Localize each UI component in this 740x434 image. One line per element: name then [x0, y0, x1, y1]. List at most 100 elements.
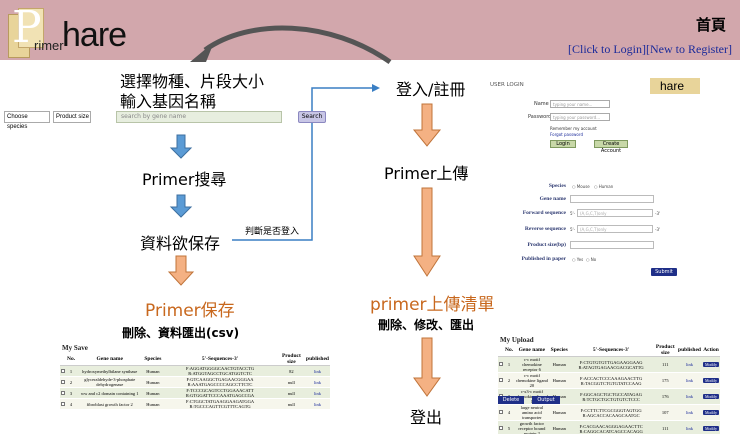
- table-cell: F:ACCACTCCCAAAGAACTTG R:TACGGTCTGTGTATCC…: [568, 372, 654, 389]
- published-link[interactable]: link: [314, 401, 322, 407]
- table-cell: Human: [549, 356, 569, 373]
- table-cell: link: [305, 398, 330, 410]
- row-checkbox[interactable]: [61, 368, 65, 373]
- published-radio-yes[interactable]: ○ Yes: [572, 257, 584, 262]
- login-password-input[interactable]: typing your password...: [550, 113, 610, 121]
- column-header: Product size: [277, 353, 306, 366]
- table-cell: 2: [66, 376, 77, 388]
- table-cell: link: [305, 387, 330, 399]
- orange-arrow-right-3: [413, 337, 441, 397]
- output-button[interactable]: Output: [532, 396, 560, 404]
- register-link[interactable]: [New to Register]: [646, 42, 732, 56]
- row-checkbox[interactable]: [61, 390, 65, 395]
- table-cell: F:CACGAACAGGGAGAACTTC R:CAGGCACATCAGCCAC…: [568, 420, 654, 434]
- row-checkbox-cell: [60, 365, 66, 377]
- delete-button[interactable]: Delete: [498, 396, 524, 404]
- species-select[interactable]: Choose species: [4, 111, 50, 130]
- orange-arrow-right-1: [412, 103, 442, 147]
- blue-arrow-1: [169, 134, 193, 159]
- species-radio-human[interactable]: ○ Human: [594, 184, 614, 189]
- row-checkbox[interactable]: [61, 401, 65, 406]
- table-cell: null: [277, 376, 306, 388]
- submit-button[interactable]: Submit: [651, 268, 677, 276]
- logo-letter-p: P: [12, 2, 42, 53]
- row-checkbox[interactable]: [499, 426, 503, 430]
- column-header: Gene name: [76, 353, 144, 366]
- login-link[interactable]: [Click to Login]: [568, 42, 647, 56]
- step-primer-upload: Primer上傳: [384, 164, 469, 183]
- species-label: Species: [548, 183, 566, 189]
- auth-links: [Click to Login][New to Register]: [568, 42, 732, 57]
- table-cell: F:AGGATGGGGCAACTGTACCTG R:ATGGTAGCCTGCAT…: [162, 365, 278, 377]
- my-save-title: My Save: [62, 344, 88, 352]
- row-checkbox[interactable]: [499, 362, 503, 366]
- table-cell: null: [277, 398, 306, 410]
- forward-suffix: -3': [655, 211, 661, 216]
- table-cell: Human: [143, 365, 163, 377]
- table-cell: ww and c2 domain containing 1: [76, 387, 144, 399]
- home-link[interactable]: 首頁: [695, 16, 726, 34]
- published-radio-no[interactable]: ○ No: [586, 257, 597, 262]
- product-size-input[interactable]: [570, 241, 654, 249]
- step-select-species: 選擇物種、片段大小: [120, 72, 265, 91]
- table-row: 3c-x3-c motif chemokine ligand 1HumanF:G…: [498, 388, 720, 405]
- step-primer-save: Primer保存: [145, 301, 235, 321]
- published-link[interactable]: link: [314, 368, 322, 374]
- published-link[interactable]: link: [314, 379, 322, 385]
- step-login-register: 登入/註冊: [396, 80, 466, 99]
- table-cell: link: [677, 356, 702, 373]
- modify-button[interactable]: Modify: [702, 426, 719, 431]
- no-option: No: [590, 257, 597, 262]
- species-radio-mouse[interactable]: ○ Mouse: [572, 184, 590, 189]
- remember-checkbox[interactable]: Remember my account: [550, 126, 597, 131]
- yes-option: Yes: [576, 257, 584, 262]
- table-cell: 2: [504, 372, 515, 389]
- login-name-input[interactable]: typing your name...: [550, 100, 610, 108]
- published-link[interactable]: link: [685, 394, 693, 399]
- row-checkbox[interactable]: [61, 379, 65, 384]
- column-header: 5'-Sequences-3': [568, 344, 654, 357]
- blue-arrow-2: [169, 194, 193, 218]
- create-account-button[interactable]: Create Account: [594, 140, 628, 154]
- table-cell: Human: [549, 404, 569, 421]
- product-size-select[interactable]: Product size: [53, 111, 91, 123]
- login-logo: hare: [650, 78, 700, 94]
- forward-seq-input[interactable]: (A,G,C,T)only: [577, 209, 653, 217]
- table-cell: link: [677, 404, 702, 421]
- published-link[interactable]: link: [314, 390, 322, 396]
- name-label: Name: [534, 101, 549, 107]
- table-cell: 1: [504, 356, 515, 373]
- published-link[interactable]: link: [685, 378, 693, 383]
- table-cell: F:CCTTCTTCGCGGGTAGTGG R:AGCACCACAAGCAATG…: [568, 404, 654, 421]
- row-checkbox[interactable]: [499, 378, 503, 382]
- password-label: Password: [528, 114, 552, 120]
- published-link[interactable]: link: [685, 362, 693, 367]
- row-checkbox[interactable]: [499, 410, 503, 414]
- gene-name-input[interactable]: [570, 195, 654, 203]
- login-button[interactable]: Login: [550, 140, 576, 148]
- column-header: 5'-Sequences-3': [162, 353, 278, 366]
- published-link[interactable]: link: [685, 410, 693, 415]
- step-save-data: 資料欲保存: [140, 234, 221, 253]
- logo-block-front: [18, 8, 44, 48]
- modify-button[interactable]: Modify: [702, 378, 719, 383]
- published-link[interactable]: link: [685, 426, 693, 431]
- primershare-logo[interactable]: P rimer hare: [8, 2, 136, 58]
- table-cell: 111: [653, 420, 678, 434]
- gene-search-input[interactable]: search by gene name: [116, 111, 282, 123]
- forgot-password-link[interactable]: Forgot password: [550, 132, 583, 137]
- modify-button[interactable]: Modify: [702, 362, 719, 367]
- modify-button[interactable]: Modify: [702, 410, 719, 415]
- step-enter-gene: 輸入基因名稱: [120, 92, 217, 111]
- table-cell: c-c motif chemokine receptor 6: [514, 356, 550, 373]
- search-button[interactable]: Search: [298, 111, 326, 123]
- reverse-seq-input[interactable]: (A,G,C,T)only: [577, 225, 653, 233]
- modify-button[interactable]: Modify: [702, 394, 719, 399]
